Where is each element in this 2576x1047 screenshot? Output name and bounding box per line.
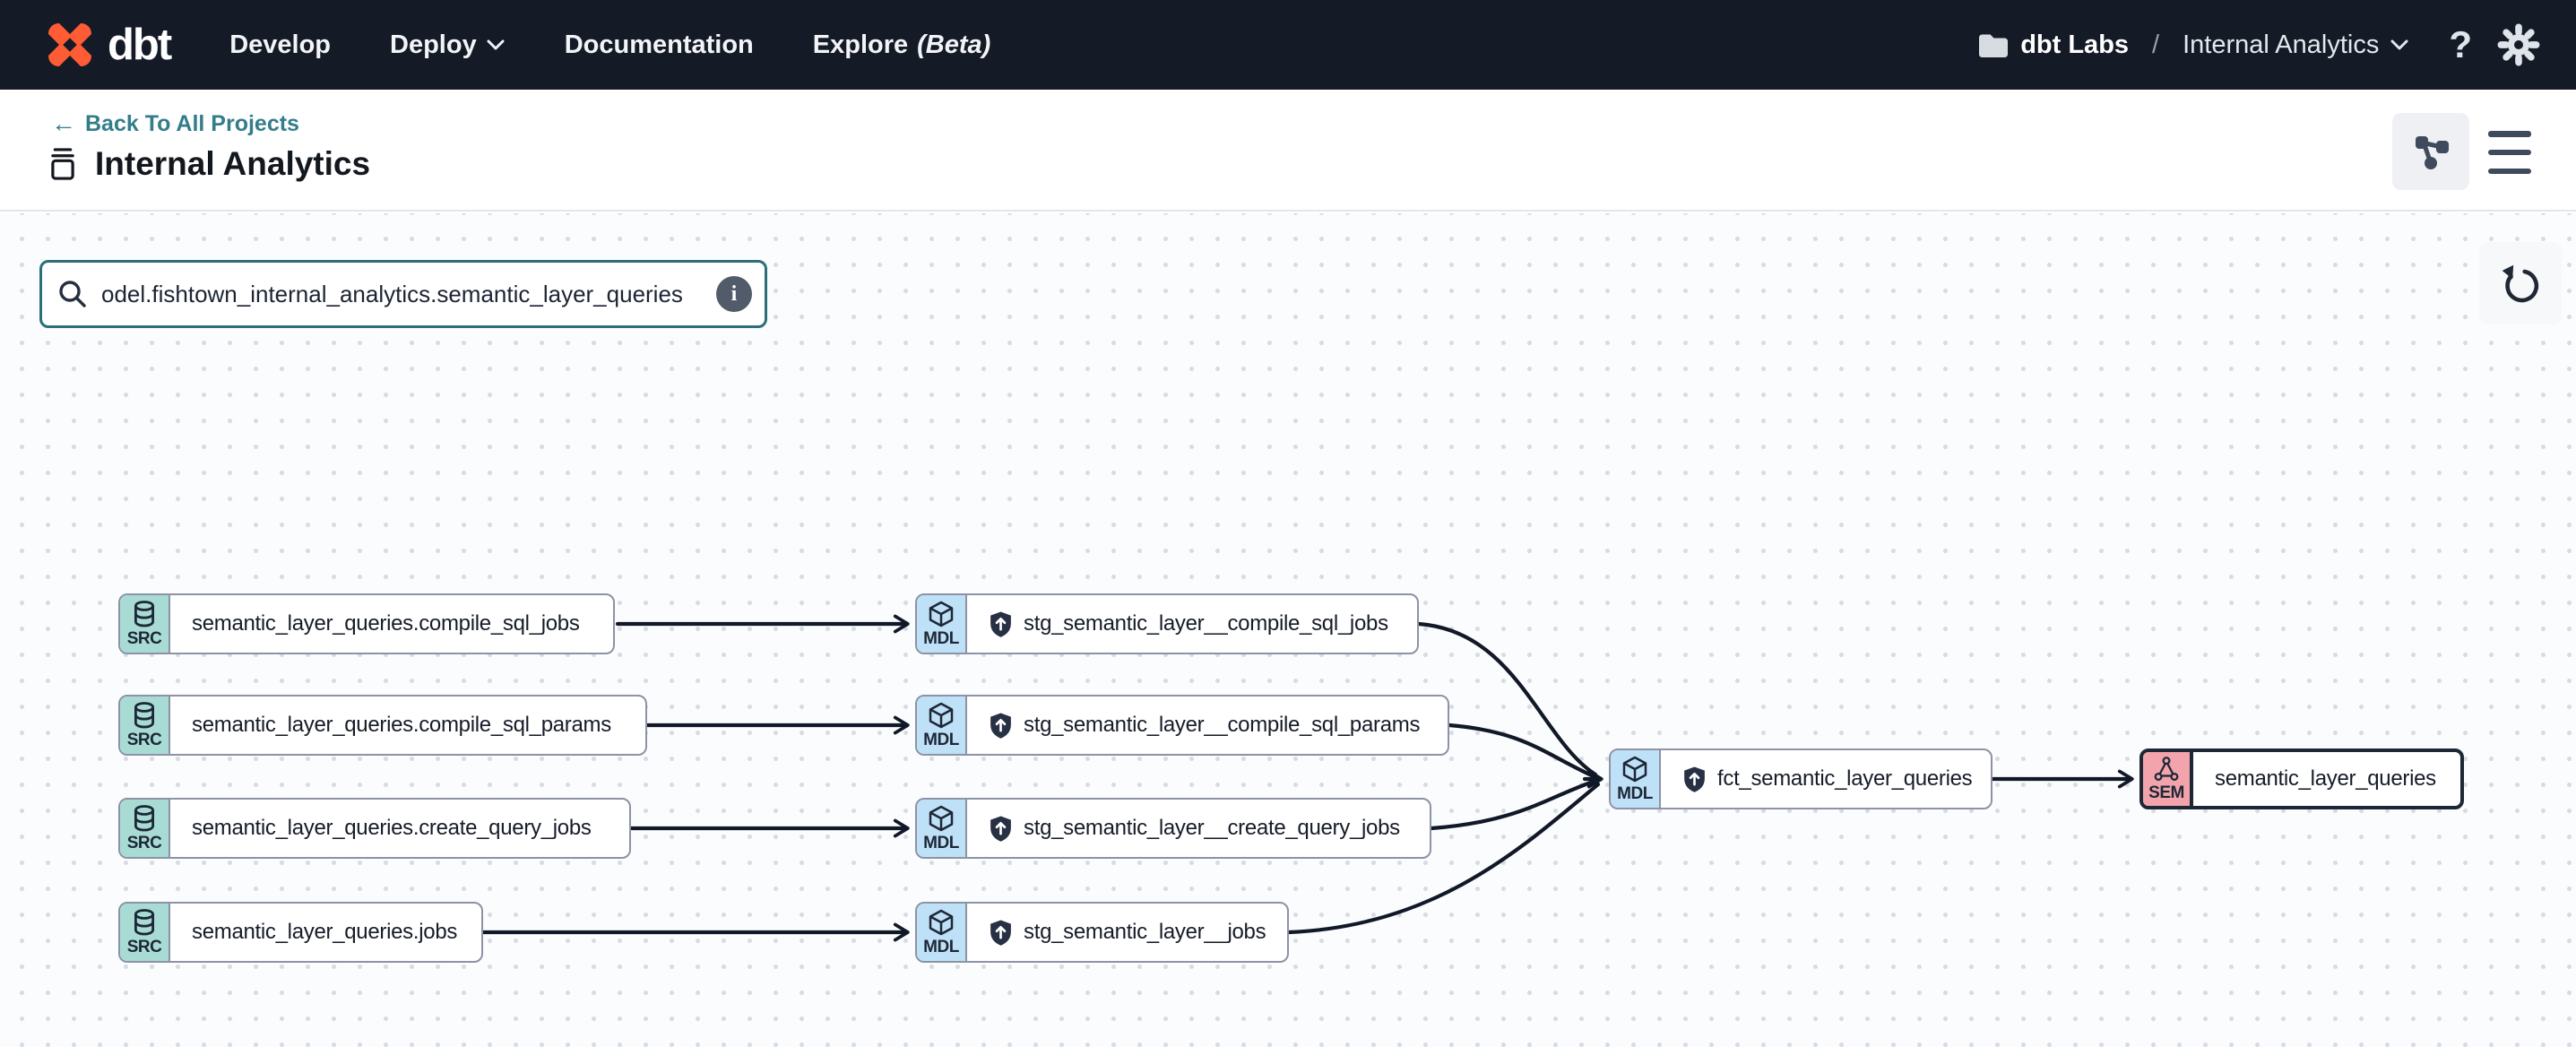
info-icon[interactable]: i xyxy=(716,276,752,312)
node-kind-badge: MDL xyxy=(917,595,967,653)
lineage-view-toggle[interactable] xyxy=(2392,113,2469,190)
node-kind-badge: MDL xyxy=(917,697,967,754)
nav-item-deploy[interactable]: Deploy xyxy=(390,30,506,60)
breadcrumb-separator: / xyxy=(2152,30,2160,59)
node-kind-badge: SRC xyxy=(120,697,170,754)
node-kind-badge: SRC xyxy=(120,595,170,653)
search-input[interactable]: odel.fishtown_internal_analytics.semanti… xyxy=(39,260,767,328)
protected-shield-icon xyxy=(990,713,1011,739)
dbt-logo[interactable]: dbt xyxy=(41,16,172,74)
cube-icon xyxy=(1622,756,1647,782)
reset-view-button[interactable] xyxy=(2479,242,2562,324)
nav-item-develop[interactable]: Develop xyxy=(229,30,332,59)
node-label: semantic_layer_queries.compile_sql_param… xyxy=(192,713,611,737)
edge xyxy=(1447,723,1598,780)
nav-menu: Develop Deploy Documentation Explore (Be… xyxy=(229,30,990,60)
cube-icon xyxy=(929,909,954,935)
gear-icon xyxy=(2497,23,2540,66)
settings-button[interactable] xyxy=(2497,23,2540,66)
account-switcher[interactable]: dbt Labs xyxy=(1977,30,2129,60)
database-icon xyxy=(134,600,154,627)
project-icon xyxy=(51,148,74,180)
graph-node-model[interactable]: MDL stg_semantic_layer__create_query_job… xyxy=(915,798,1431,859)
protected-shield-icon xyxy=(990,816,1011,842)
database-icon xyxy=(134,908,154,935)
node-label: stg_semantic_layer__jobs xyxy=(1024,920,1266,944)
node-label: fct_semantic_layer_queries xyxy=(1717,766,1973,791)
semantic-model-icon xyxy=(2154,756,2179,781)
edge xyxy=(1416,621,1598,777)
database-icon xyxy=(134,701,154,728)
node-kind-badge: SRC xyxy=(120,904,170,961)
nav-breadcrumb-area: dbt Labs / Internal Analytics ? xyxy=(1977,23,2540,66)
graph-node-source[interactable]: SRC semantic_layer_queries.compile_sql_p… xyxy=(118,695,647,756)
nav-item-documentation[interactable]: Documentation xyxy=(564,30,754,59)
node-kind-badge: SRC xyxy=(120,800,170,857)
page-header: ← Back To All Projects Internal Analytic… xyxy=(0,90,2576,212)
node-label: semantic_layer_queries.jobs xyxy=(192,920,458,944)
dbt-logo-icon xyxy=(48,23,91,66)
graph-node-model[interactable]: MDL stg_semantic_layer__compile_sql_jobs xyxy=(915,593,1419,654)
explore-beta-tag: (Beta) xyxy=(917,30,991,59)
chevron-down-icon xyxy=(487,39,505,50)
cube-icon xyxy=(929,805,954,831)
dbt-wordmark: dbt xyxy=(108,21,172,69)
graph-node-source[interactable]: SRC semantic_layer_queries.jobs xyxy=(118,902,483,963)
back-arrow-icon: ← xyxy=(51,109,76,137)
help-button[interactable]: ? xyxy=(2449,23,2472,65)
project-switcher[interactable]: Internal Analytics xyxy=(2183,30,2409,60)
lineage-edges xyxy=(480,614,2134,942)
page-title: Internal Analytics xyxy=(45,145,370,183)
search-value: odel.fishtown_internal_analytics.semanti… xyxy=(101,280,683,307)
graph-node-source[interactable]: SRC semantic_layer_queries.create_query_… xyxy=(118,798,631,859)
edge xyxy=(1286,782,1601,935)
protected-shield-icon xyxy=(990,611,1011,637)
graph-node-source[interactable]: SRC semantic_layer_queries.compile_sql_j… xyxy=(118,593,615,654)
node-label: stg_semantic_layer__compile_sql_jobs xyxy=(1024,611,1388,636)
lineage-icon xyxy=(2416,136,2449,169)
node-kind-badge: MDL xyxy=(917,904,967,961)
search-icon xyxy=(59,281,86,307)
node-label: stg_semantic_layer__create_query_jobs xyxy=(1024,816,1400,840)
node-kind-badge: MDL xyxy=(917,800,967,857)
folder-icon xyxy=(1979,34,2009,57)
node-kind-badge: MDL xyxy=(1611,750,1661,808)
back-to-projects-link[interactable]: ← Back To All Projects xyxy=(51,109,299,137)
edge xyxy=(1429,778,1598,831)
graph-node-model[interactable]: MDL fct_semantic_layer_queries xyxy=(1609,748,1993,809)
lineage-canvas[interactable]: odel.fishtown_internal_analytics.semanti… xyxy=(0,213,2576,1047)
graph-node-semantic-selected[interactable]: SEM semantic_layer_queries xyxy=(2139,748,2464,809)
node-label: semantic_layer_queries.create_query_jobs xyxy=(192,816,592,840)
node-label: semantic_layer_queries xyxy=(2215,766,2436,791)
protected-shield-icon xyxy=(1684,766,1705,792)
top-nav-bar: dbt Develop Deploy Documentation Explore… xyxy=(0,0,2576,90)
node-label: semantic_layer_queries.compile_sql_jobs xyxy=(192,611,580,636)
database-icon xyxy=(134,804,154,831)
node-kind-badge: SEM xyxy=(2143,752,2193,806)
reset-icon xyxy=(2502,264,2539,303)
cube-icon xyxy=(929,601,954,627)
cube-icon xyxy=(929,702,954,728)
graph-node-model[interactable]: MDL stg_semantic_layer__compile_sql_para… xyxy=(915,695,1449,756)
menu-button[interactable] xyxy=(2488,131,2531,174)
nav-item-explore[interactable]: Explore (Beta) xyxy=(812,30,991,59)
protected-shield-icon xyxy=(990,920,1011,946)
graph-node-model[interactable]: MDL stg_semantic_layer__jobs xyxy=(915,902,1289,963)
chevron-down-icon xyxy=(2390,39,2408,50)
node-label: stg_semantic_layer__compile_sql_params xyxy=(1024,713,1421,737)
